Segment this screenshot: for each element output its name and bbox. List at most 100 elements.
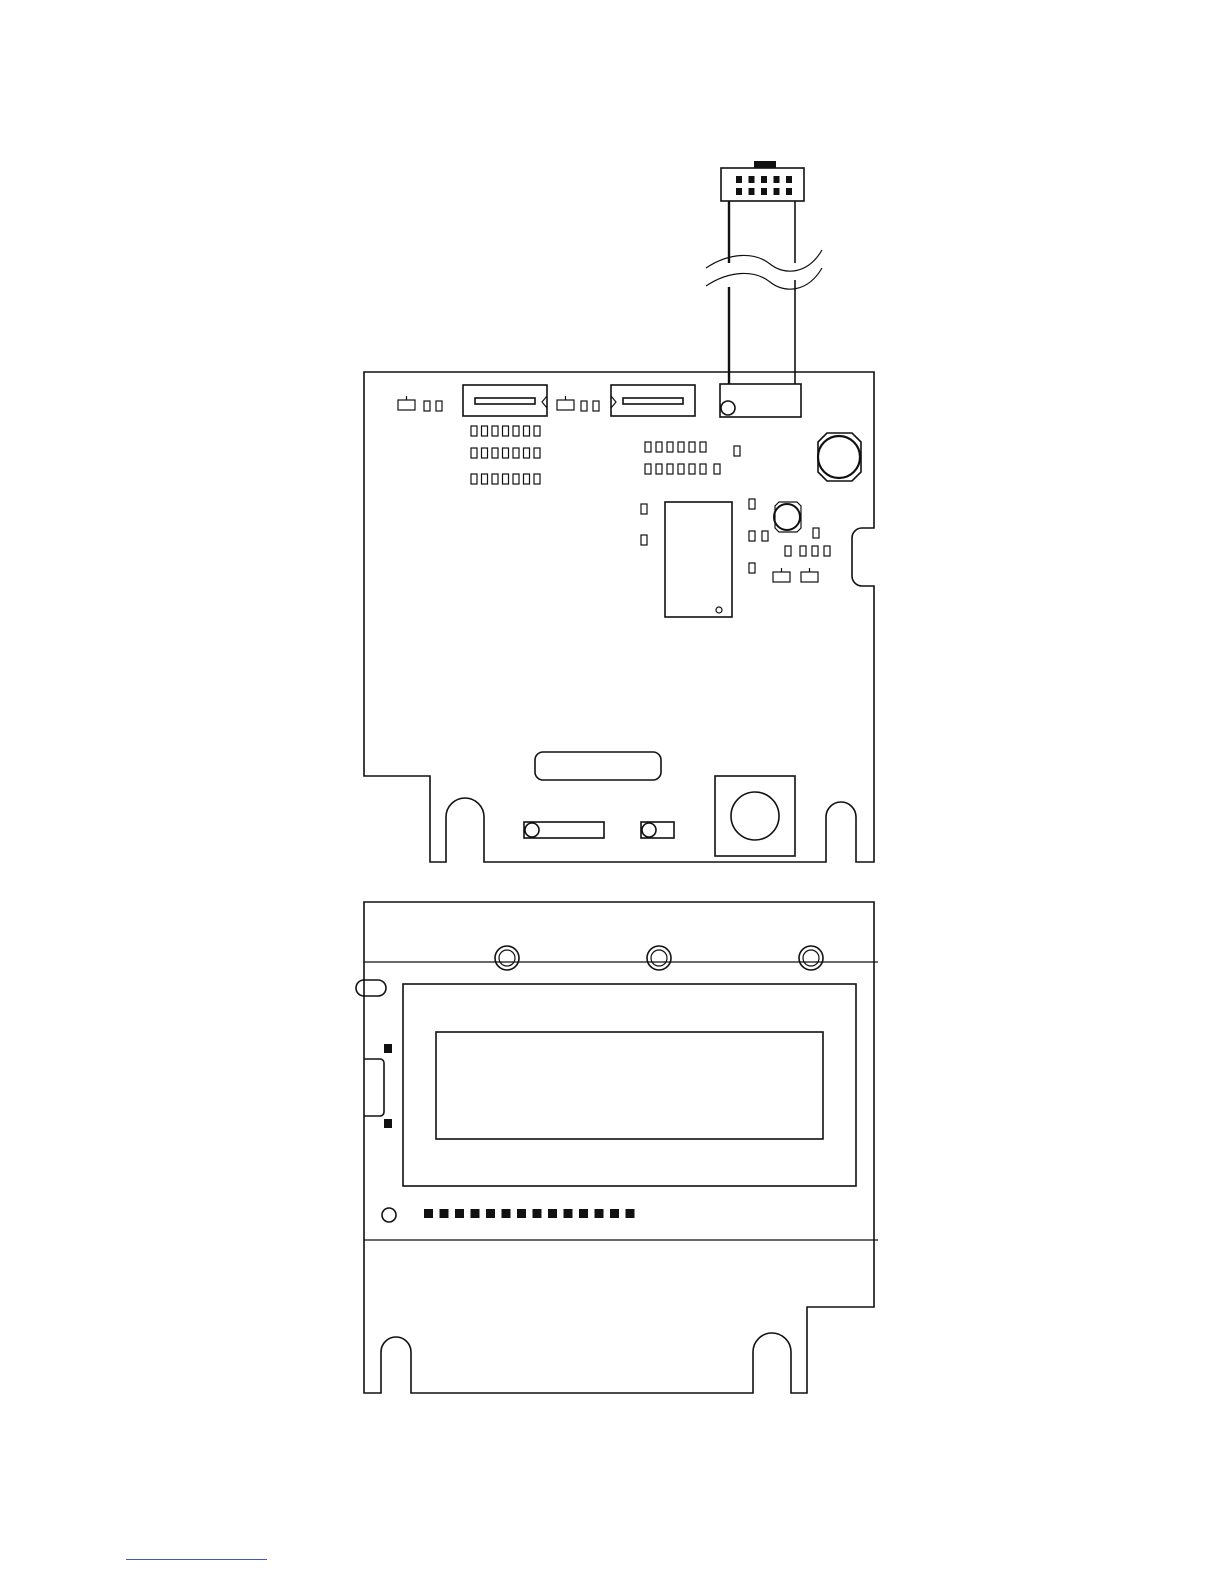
component-label-box xyxy=(656,442,662,452)
ribbon-header xyxy=(720,384,801,417)
component-label-box xyxy=(749,563,755,573)
lcd-header-pin xyxy=(517,1209,526,1218)
lcd-header-pin xyxy=(502,1209,511,1218)
lcd-header-pin xyxy=(579,1209,588,1218)
component-label-box xyxy=(581,401,587,411)
ribbon-connector-pin xyxy=(761,188,767,195)
lcd-header-pin xyxy=(595,1209,604,1218)
component-label-box xyxy=(762,531,768,541)
component-label-box xyxy=(534,426,540,436)
led-bottom xyxy=(384,1119,392,1128)
component-label-boxes xyxy=(424,401,830,573)
crystal xyxy=(774,504,800,530)
smd-transistor-body xyxy=(801,572,818,582)
component-label-box xyxy=(524,448,530,458)
component-label-box xyxy=(734,446,740,456)
component-label-box xyxy=(471,426,477,436)
jumper-short-contact xyxy=(642,823,656,837)
ribbon-connector-plug xyxy=(721,168,804,201)
component-label-box xyxy=(785,546,791,556)
ribbon-connector-key xyxy=(754,161,776,168)
ribbon-connector-pin xyxy=(786,176,792,183)
mounting-screw-head xyxy=(499,950,515,966)
connector-j2-slot xyxy=(623,398,683,404)
header-pin1-marker xyxy=(721,401,735,415)
component-label-box xyxy=(749,499,755,509)
component-label-box xyxy=(471,448,477,458)
component-label-box xyxy=(471,474,477,484)
cable-break-mark-lower xyxy=(706,268,822,289)
ribbon-connector-pin xyxy=(749,188,755,195)
control-board-outline xyxy=(364,372,874,862)
component-label-box xyxy=(749,531,755,541)
component-label-box xyxy=(492,474,498,484)
ribbon-connector-pin xyxy=(774,176,780,183)
ribbon-connector-pin xyxy=(786,188,792,195)
electrolytic-capacitor-base xyxy=(818,433,861,481)
component-label-box xyxy=(524,426,530,436)
component-label-box xyxy=(689,442,695,452)
component-label-box xyxy=(645,464,651,474)
component-label-box xyxy=(503,448,509,458)
component-label-box xyxy=(641,535,647,545)
component-label-box xyxy=(482,448,488,458)
lcd-header-pins xyxy=(424,1209,635,1218)
component-label-box xyxy=(667,464,673,474)
lcd-header-pin xyxy=(548,1209,557,1218)
component-label-box xyxy=(513,426,519,436)
component-label-box xyxy=(689,464,695,474)
component-label-box xyxy=(700,442,706,452)
smd-transistor-body xyxy=(773,572,790,582)
header-mount-hole xyxy=(382,1208,396,1222)
component-label-box xyxy=(678,464,684,474)
component-label-box xyxy=(424,401,430,411)
electrolytic-capacitor xyxy=(818,436,860,478)
led-top xyxy=(384,1044,392,1053)
push-button xyxy=(731,792,779,840)
lcd-bezel xyxy=(403,984,856,1186)
component-label-box xyxy=(534,474,540,484)
lcd-header-pin xyxy=(486,1209,495,1218)
component-label-box xyxy=(513,474,519,484)
smd-transistors xyxy=(398,396,818,582)
component-label-box xyxy=(482,474,488,484)
cable-break-mark-upper xyxy=(706,250,822,271)
component-label-box xyxy=(482,426,488,436)
lcd-header-pin xyxy=(440,1209,449,1218)
component-label-box xyxy=(667,442,673,452)
lcd-header-pin xyxy=(471,1209,480,1218)
ic-chip-pin1-dot xyxy=(716,607,722,613)
ribbon-connector-pin xyxy=(736,188,742,195)
display-board-outline xyxy=(364,902,874,1393)
component-label-box xyxy=(534,448,540,458)
ribbon-connector-pin xyxy=(774,188,780,195)
component-label-box xyxy=(656,464,662,474)
mounting-screws xyxy=(495,946,823,970)
component-label-box xyxy=(824,546,830,556)
connector-j1-slot xyxy=(475,398,535,404)
jumper-long-contact xyxy=(525,823,539,837)
ribbon-cable xyxy=(706,161,822,384)
lcd-header-pin xyxy=(424,1209,433,1218)
side-recess xyxy=(364,1059,384,1116)
footnote-rule xyxy=(126,1559,267,1560)
component-label-box xyxy=(812,546,818,556)
control-board xyxy=(364,372,874,862)
lcd-header-pin xyxy=(533,1209,542,1218)
ic-chip xyxy=(665,502,732,617)
side-slot xyxy=(356,980,386,996)
component-label-box xyxy=(492,426,498,436)
mounting-screw-head xyxy=(803,950,819,966)
component-label-box xyxy=(436,401,442,411)
ribbon-connector-pin xyxy=(736,176,742,183)
component-label-box xyxy=(503,474,509,484)
ribbon-connector-pin xyxy=(761,176,767,183)
display-board xyxy=(356,902,878,1393)
component-label-box xyxy=(503,426,509,436)
lcd-header-pin xyxy=(455,1209,464,1218)
push-button-housing xyxy=(715,776,795,856)
mounting-screw-head xyxy=(651,950,667,966)
component-label-box xyxy=(800,546,806,556)
component-label-box xyxy=(513,448,519,458)
component-label-box xyxy=(593,401,599,411)
